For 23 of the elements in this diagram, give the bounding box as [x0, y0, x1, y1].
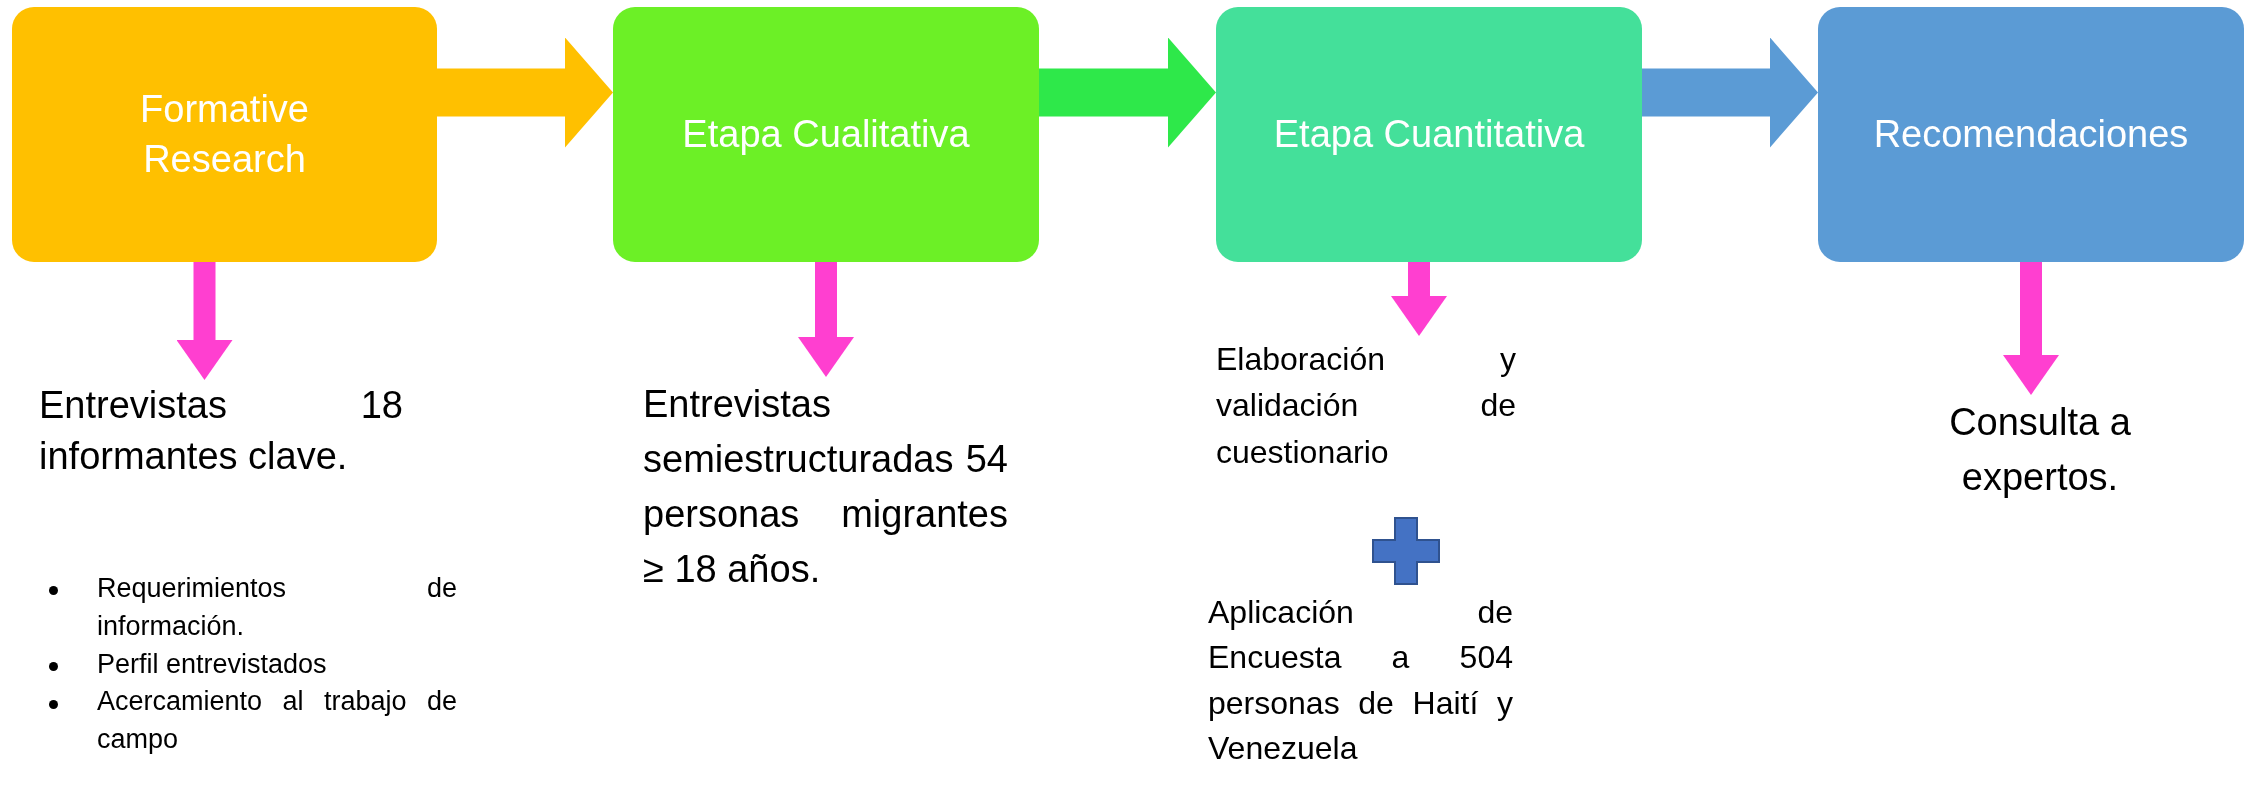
description-text: Consulta a expertos.	[1948, 400, 2132, 501]
block-arrow	[2003, 262, 2059, 395]
list-item-text: Perfil entrevistados	[97, 648, 327, 679]
process-box	[1216, 7, 1642, 262]
block-arrow	[1391, 262, 1447, 336]
box-title: Etapa Cualitativa	[682, 111, 970, 157]
list-item-text: Acercamiento al trabajo de campo	[97, 686, 457, 755]
list-item-text: Requerimientos de información.	[97, 573, 457, 641]
description-text: Entrevistas semiestructuradas 54 personas migrantes ≥ 18 años.	[643, 382, 1008, 593]
block-arrow	[1039, 37, 1216, 148]
description-text: Entrevistas 18 informantes clave.	[39, 383, 403, 480]
block-arrow	[176, 262, 233, 380]
block-arrow	[1642, 37, 1818, 148]
description-text: Elaboración y validación de cuestionario	[1216, 340, 1516, 472]
box-title: Recomendaciones	[1873, 111, 2189, 157]
process-box	[613, 7, 1039, 262]
block-arrow	[798, 262, 854, 377]
process-box	[1818, 7, 2244, 262]
block-arrow	[437, 37, 613, 148]
description-text: Aplicación de Encuesta a 504 personas de Haití y Venezuela	[1208, 593, 1513, 769]
process-box	[12, 7, 437, 262]
box-title: Etapa Cuantitativa	[1273, 111, 1585, 157]
box-title: Formative Research	[139, 87, 310, 182]
